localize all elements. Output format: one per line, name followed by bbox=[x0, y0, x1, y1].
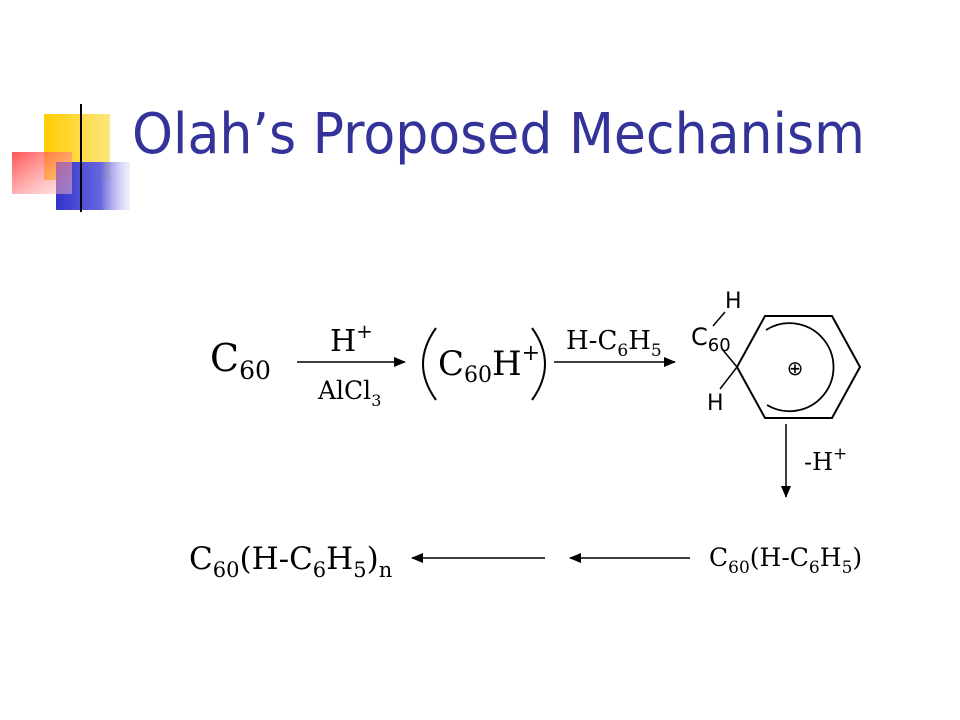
intermediate-c60h-plus: C60H+ bbox=[438, 341, 540, 388]
bond-h-top bbox=[712, 311, 726, 327]
polyadduct-product: C60(H-C6H5)n bbox=[189, 541, 392, 582]
reagent-benzene: H-C6H5 bbox=[566, 326, 662, 361]
bond-c60 bbox=[721, 348, 738, 368]
page-title: Olah’s Proposed Mechanism bbox=[132, 102, 865, 167]
right-parenthesis bbox=[531, 327, 546, 401]
reagent-proton: H+ bbox=[330, 319, 373, 359]
arenium-ion-structure: ⊕ H C60 H bbox=[691, 289, 862, 419]
positive-charge-symbol: ⊕ bbox=[787, 356, 804, 380]
arenium-c60: C60 bbox=[691, 323, 731, 356]
arenium-h-top: H bbox=[725, 289, 742, 314]
left-parenthesis bbox=[422, 327, 437, 401]
bond-h-bottom bbox=[719, 366, 738, 390]
reactant-c60: C60 bbox=[210, 336, 271, 385]
monoadduct-product: C60(H-C6H5) bbox=[709, 543, 862, 578]
catalyst-alcl3: AlCl3 bbox=[317, 376, 381, 410]
delocalized-charge-arc bbox=[765, 322, 835, 413]
reagent-minus-proton: -H+ bbox=[804, 444, 847, 476]
arenium-h-bottom: H bbox=[707, 391, 724, 416]
